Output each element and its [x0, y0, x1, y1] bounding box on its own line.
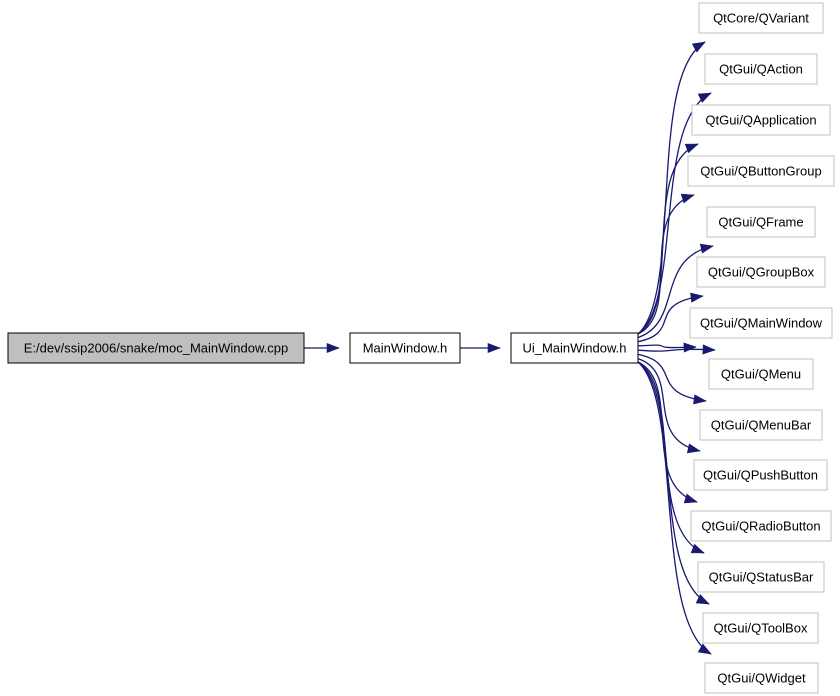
arrowhead-qapplication: [684, 143, 699, 154]
edge-ui_mainwindow_h-to-qvariant: [637, 41, 706, 335]
node-box-root[interactable]: [7, 332, 305, 364]
arrowhead-qvariant: [691, 41, 706, 53]
node-box-qmenubar[interactable]: [699, 409, 823, 441]
node-label-qbuttongroup: QtGui/QButtonGroup: [700, 163, 821, 178]
node-box-qbuttongroup[interactable]: [687, 155, 835, 187]
node-box-ui_mainwindow_h[interactable]: [510, 332, 639, 364]
edge-ui_mainwindow_h-to-qpushbutton: [637, 357, 701, 452]
graph-node-qbuttongroup[interactable]: QtGui/QButtonGroup: [687, 155, 835, 187]
arrowhead-qpushbutton: [686, 443, 701, 454]
arrowhead-qframe: [699, 243, 714, 254]
arrowhead-qaction: [697, 92, 712, 103]
node-box-qframe[interactable]: [706, 206, 816, 238]
arrowhead-qtoolbox: [695, 594, 710, 605]
node-label-qgroupbox: QtGui/QGroupBox: [708, 264, 815, 279]
node-label-qwidget: QtGui/QWidget: [717, 670, 806, 685]
node-box-qgroupbox[interactable]: [696, 256, 826, 288]
arrowhead-qmainwindow: [683, 342, 697, 353]
graph-node-qmenu[interactable]: QtGui/QMenu: [708, 358, 814, 390]
arrowhead-qstatusbar: [690, 543, 705, 554]
node-label-qmenubar: QtGui/QMenuBar: [711, 417, 812, 432]
arrowhead-qradiobutton: [683, 493, 698, 504]
arrowhead-ui_mainwindow_h: [487, 342, 501, 354]
graph-node-mainwindow_h[interactable]: MainWindow.h: [349, 332, 461, 364]
node-label-ui_mainwindow_h: Ui_MainWindow.h: [522, 340, 626, 355]
node-label-qvariant: QtCore/QVariant: [713, 10, 809, 25]
node-box-qaction[interactable]: [704, 53, 818, 85]
node-label-qaction: QtGui/QAction: [719, 61, 803, 76]
graph-node-qtoolbox[interactable]: QtGui/QToolBox: [702, 612, 819, 644]
edge-ui_mainwindow_h-to-qbuttongroup: [637, 194, 695, 335]
node-box-qapplication[interactable]: [691, 104, 831, 136]
edge-ui_mainwindow_h-to-qwidget: [637, 361, 712, 655]
node-label-qpushbutton: QtGui/QPushButton: [703, 467, 818, 482]
graph-node-root[interactable]: E:/dev/ssip2006/snake/moc_MainWindow.cpp: [7, 332, 305, 364]
graph-node-qstatusbar[interactable]: QtGui/QStatusBar: [697, 561, 825, 593]
node-label-qtoolbox: QtGui/QToolBox: [714, 620, 808, 635]
graph-node-qgroupbox[interactable]: QtGui/QGroupBox: [696, 256, 826, 288]
node-box-qmainwindow[interactable]: [689, 307, 833, 339]
edge-ui_mainwindow_h-to-qframe: [637, 245, 714, 339]
arrowhead-qmenubar: [693, 394, 707, 405]
edge-ui_mainwindow_h-to-qmenu: [637, 348, 716, 352]
graph-node-ui_mainwindow_h[interactable]: Ui_MainWindow.h: [510, 332, 639, 364]
graph-node-qwidget[interactable]: QtGui/QWidget: [704, 662, 819, 694]
graph-node-qmenubar[interactable]: QtGui/QMenuBar: [699, 409, 823, 441]
arrowhead-qbuttongroup: [680, 193, 695, 204]
node-label-qframe: QtGui/QFrame: [718, 214, 803, 229]
node-box-mainwindow_h[interactable]: [349, 332, 461, 364]
graph-node-qmainwindow[interactable]: QtGui/QMainWindow: [689, 307, 833, 339]
node-label-qmenu: QtGui/QMenu: [721, 366, 801, 381]
arrowhead-qmenu: [702, 344, 716, 355]
node-box-qstatusbar[interactable]: [697, 561, 825, 593]
node-box-qmenu[interactable]: [708, 358, 814, 390]
edge-ui_mainwindow_h-to-qmenubar: [637, 353, 707, 402]
graph-node-qaction[interactable]: QtGui/QAction: [704, 53, 818, 85]
graph-node-qpushbutton[interactable]: QtGui/QPushButton: [693, 459, 828, 491]
node-box-qradiobutton[interactable]: [690, 510, 832, 542]
edge-ui_mainwindow_h-to-qmainwindow: [637, 344, 697, 349]
node-label-mainwindow_h: MainWindow.h: [363, 340, 448, 355]
node-layer: E:/dev/ssip2006/snake/moc_MainWindow.cpp…: [7, 2, 835, 694]
node-box-qvariant[interactable]: [698, 2, 824, 34]
arrowhead-qgroupbox: [690, 292, 704, 303]
node-label-qapplication: QtGui/QApplication: [705, 112, 816, 127]
graph-node-qradiobutton[interactable]: QtGui/QRadioButton: [690, 510, 832, 542]
node-label-qmainwindow: QtGui/QMainWindow: [700, 315, 823, 330]
graph-node-qapplication[interactable]: QtGui/QApplication: [691, 104, 831, 136]
node-box-qwidget[interactable]: [704, 662, 819, 694]
arrowhead-mainwindow_h: [326, 342, 340, 354]
arrowhead-qwidget: [697, 643, 712, 655]
node-box-qtoolbox[interactable]: [702, 612, 819, 644]
node-label-qstatusbar: QtGui/QStatusBar: [709, 569, 814, 584]
node-box-qpushbutton[interactable]: [693, 459, 828, 491]
node-label-root: E:/dev/ssip2006/snake/moc_MainWindow.cpp: [24, 340, 288, 355]
edge-ui_mainwindow_h-to-qgroupbox: [637, 295, 704, 343]
edge-ui_mainwindow_h-to-qtoolbox: [637, 361, 710, 605]
node-label-qradiobutton: QtGui/QRadioButton: [701, 518, 820, 533]
graph-node-qvariant[interactable]: QtCore/QVariant: [698, 2, 824, 34]
graph-node-qframe[interactable]: QtGui/QFrame: [706, 206, 816, 238]
